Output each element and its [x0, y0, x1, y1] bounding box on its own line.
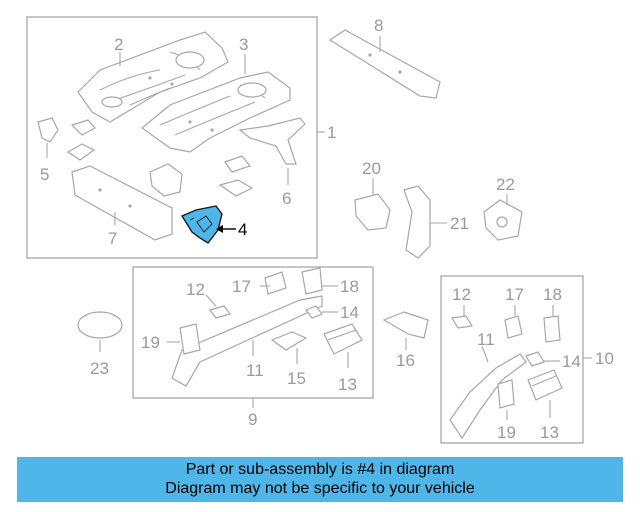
part-14-clip-right[interactable] — [525, 351, 545, 367]
label-11-left: 11 — [246, 361, 264, 380]
label-17-right: 17 — [505, 285, 524, 304]
part-17-bracket-right[interactable] — [504, 315, 523, 339]
part-14-clip-left[interactable] — [305, 305, 323, 319]
part-19-bracket-left[interactable] — [179, 323, 201, 355]
label-2: 2 — [114, 35, 123, 54]
label-9: 9 — [248, 410, 257, 429]
part-6-crossmember[interactable] — [238, 117, 306, 165]
label-13-right: 13 — [540, 423, 559, 442]
label-11-right: 11 — [477, 330, 495, 349]
label-13-left: 13 — [338, 375, 357, 394]
label-19-left: 19 — [141, 333, 160, 352]
label-4: 4 — [238, 220, 247, 239]
label-15: 15 — [287, 369, 306, 388]
part-8-reinforcement[interactable] — [328, 29, 441, 99]
part-20-bracket[interactable] — [354, 193, 391, 231]
banner-line-2: Diagram may not be specific to your vehi… — [165, 480, 475, 497]
part-11-rocker-right[interactable] — [449, 353, 527, 440]
label-21: 21 — [450, 214, 469, 233]
part-16-bracket[interactable] — [382, 311, 429, 339]
info-banner: Part or sub-assembly is #4 in diagram Di… — [17, 457, 623, 502]
part-5-bracket[interactable] — [37, 117, 59, 143]
part-bracket-mid[interactable] — [149, 163, 183, 197]
part-15-gusset[interactable] — [270, 331, 308, 351]
label-18-right: 18 — [543, 285, 562, 304]
part-21-pillar[interactable] — [403, 185, 431, 259]
part-4-highlighted[interactable] — [180, 205, 223, 244]
label-12-left: 12 — [186, 280, 205, 299]
group-box-1 — [26, 16, 318, 259]
group-box-10 — [440, 275, 584, 444]
part-11-rocker-left[interactable] — [171, 295, 323, 387]
part-13-channel-right[interactable] — [527, 369, 563, 401]
part-19-bracket-right[interactable] — [497, 379, 515, 409]
label-23: 23 — [90, 359, 109, 378]
label-14-left: 14 — [340, 303, 359, 322]
label-12-right: 12 — [452, 285, 471, 304]
part-7-side-rail[interactable] — [71, 165, 173, 241]
part-clip-mid[interactable] — [218, 155, 254, 197]
part-12-bracket-right[interactable] — [451, 315, 473, 329]
label-20: 20 — [362, 159, 381, 178]
part-18-bracket-left[interactable] — [301, 267, 323, 295]
label-7: 7 — [108, 229, 117, 248]
part-small-bracket-a[interactable] — [70, 119, 96, 136]
part-13-channel-left[interactable] — [323, 323, 363, 355]
label-6: 6 — [282, 189, 291, 208]
part-3-rear-floor[interactable] — [141, 71, 291, 153]
part-small-bracket-b[interactable] — [66, 143, 96, 161]
label-16: 16 — [396, 351, 415, 370]
part-17-bracket-left[interactable] — [264, 271, 287, 295]
parts-diagram: 2 3 5 6 1 7 — [26, 16, 614, 444]
label-5: 5 — [40, 165, 49, 184]
part-23-plug[interactable] — [77, 311, 123, 339]
label-18-left: 18 — [340, 277, 359, 296]
label-1: 1 — [327, 123, 336, 142]
banner-line-1: Part or sub-assembly is #4 in diagram — [185, 461, 455, 478]
part-2-floor-pan[interactable] — [77, 31, 229, 123]
label-10: 10 — [595, 349, 614, 368]
label-3: 3 — [239, 35, 248, 54]
part-12-bracket-left[interactable] — [208, 305, 232, 319]
part-18-bracket-right[interactable] — [543, 315, 561, 343]
part-22-plate[interactable] — [483, 199, 523, 241]
label-8: 8 — [374, 16, 383, 35]
label-17-left: 17 — [232, 277, 251, 296]
label-14-right: 14 — [562, 352, 581, 371]
label-19-right: 19 — [497, 423, 516, 442]
label-22: 22 — [496, 175, 515, 194]
